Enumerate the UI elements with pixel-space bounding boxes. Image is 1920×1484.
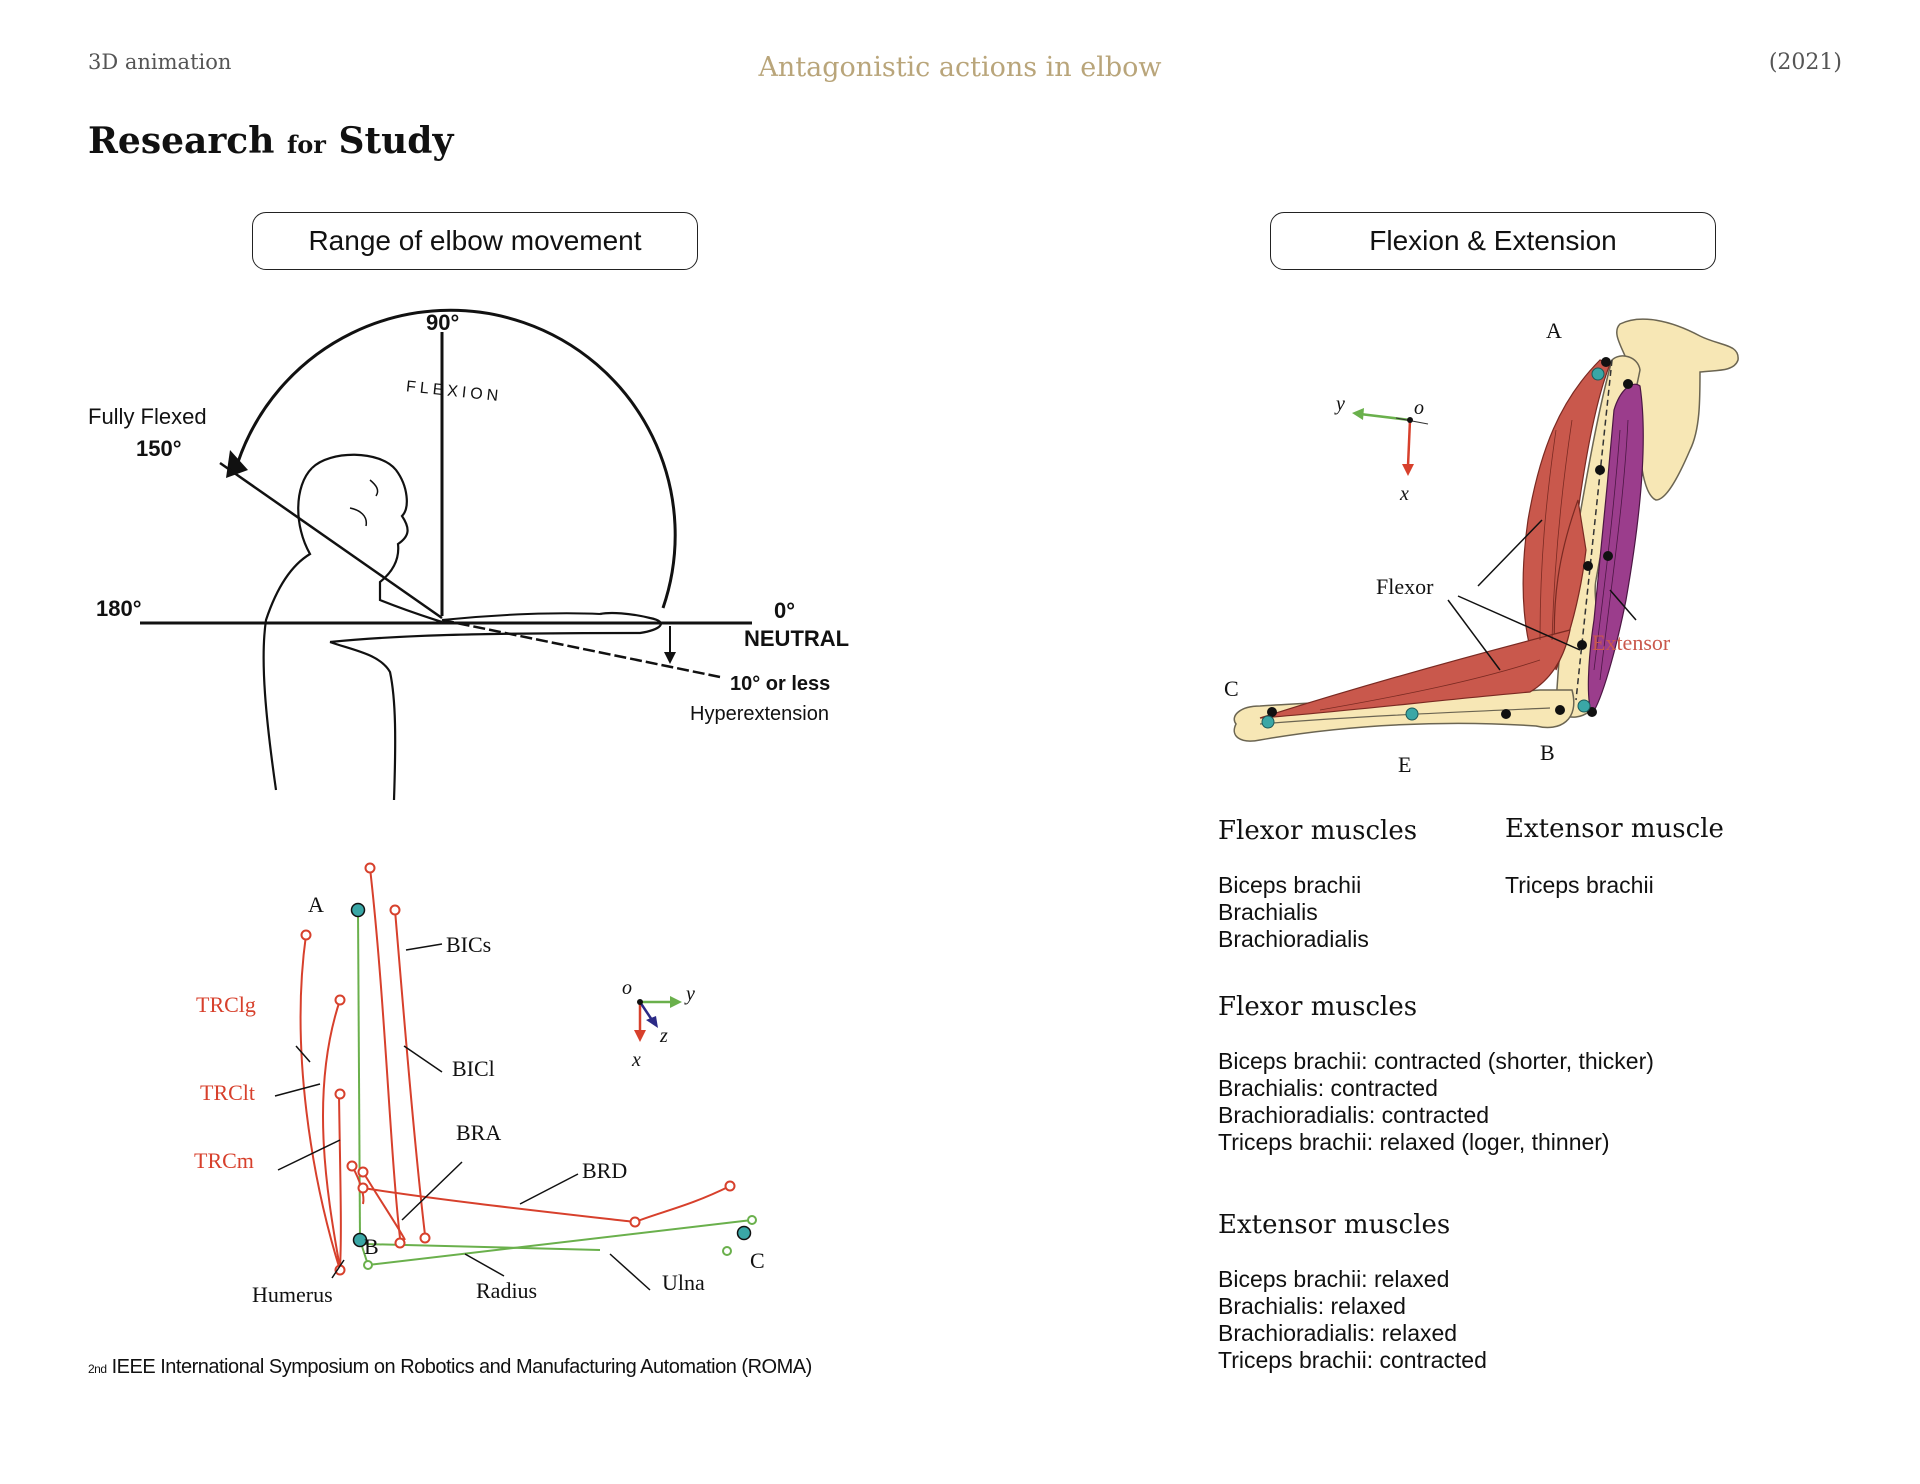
list-item: Brachialis: contracted [1218,1075,1438,1101]
list-item: Brachioradialis: contracted [1218,1102,1490,1128]
muscle-model-diagram: A B C BICs BICl BRA BRD TRClg TRClt TRCm… [194,862,765,1307]
arm-axis-o: o [1414,397,1424,419]
arm-label-e: E [1398,752,1411,777]
bicl-muscle [394,909,426,1236]
label-90: 90° [426,310,459,335]
list-item: Brachialis [1218,899,1318,925]
bics-muscle [369,867,401,1239]
trcm-muscle [338,1093,342,1269]
flexion-extension-label: Flexion & Extension [1270,212,1716,270]
list-item: Brachialis: relaxed [1218,1293,1406,1319]
axis-y: y [684,983,695,1005]
joint-c [736,1225,752,1241]
flexion-heading: Flexor muscles [1218,992,1418,1022]
arm-illustration: A B C E Flexor Extensor o y x [1224,318,1739,777]
list-item: Biceps brachii: relaxed [1218,1266,1450,1292]
flexor-muscles-list: Biceps brachii Brachialis Brachioradiali… [1218,872,1369,953]
arm-label-c: C [1224,676,1239,701]
label-trclt: TRClt [200,1080,255,1105]
label-180: 180° [96,596,142,621]
brd-muscle [362,1185,731,1224]
list-item: Triceps brachii: relaxed (loger, thinner… [1218,1129,1610,1155]
label-neutral: NEUTRAL [744,626,849,651]
range-of-movement-label: Range of elbow movement [252,212,698,270]
brachialis-muscle [1553,499,1587,671]
brachioradialis-muscle [1259,629,1571,719]
range-of-motion-diagram: 90° FLEXION Fully Flexed 150° 180° 0° NE… [88,308,849,801]
label-brd: BRD [582,1158,627,1183]
label-bicl: BICl [452,1056,495,1081]
list-item: Biceps brachii [1218,872,1362,898]
label-flexion: FLEXION [405,378,503,405]
bra-muscle [362,1171,406,1241]
label-0: 0° [774,598,795,623]
citation: 2nd IEEE International Symposium on Robo… [88,1356,812,1379]
model-label-b: B [364,1234,379,1259]
model-label-a: A [308,892,324,917]
title-research: Research [88,120,275,162]
header-left: 3D animation [88,50,232,74]
label-bics: BICs [446,932,491,957]
label-bra: BRA [456,1120,501,1145]
label-150: 150° [136,436,182,461]
label-fully-flexed: Fully Flexed [88,404,207,429]
title-for: for [286,130,326,159]
label-extensor: Extensor [1592,630,1671,655]
person-outline [311,453,443,624]
axis-o: o [622,977,632,999]
label-ulna: Ulna [662,1270,705,1295]
flexor-muscles-heading: Flexor muscles [1218,816,1418,846]
header-year: (2021) [1768,50,1842,75]
citation-ordinal: 2nd [88,1362,107,1376]
arm-axis-x: x [1399,483,1409,505]
label-trcm: TRCm [194,1148,254,1173]
axis-x: x [631,1049,641,1071]
extension-heading: Extensor muscles [1218,1210,1451,1240]
axis-z: z [659,1025,668,1047]
ulna-line [367,1219,753,1266]
citation-text: IEEE International Symposium on Robotics… [106,1356,813,1378]
extensor-muscle-heading: Extensor muscle [1505,814,1724,844]
joint-a [350,902,366,918]
hyperextension-line [441,618,721,679]
label-hyperextension: Hyperextension [690,703,829,725]
flexion-list: Biceps brachii: contracted (shorter, thi… [1218,1048,1654,1156]
title-study: Study [338,120,454,162]
list-item: Triceps brachii: contracted [1218,1347,1487,1373]
arm-axis-y: y [1334,393,1345,415]
label-hyper-degrees: 10° or less [730,673,830,695]
flexion-arc [236,308,677,609]
list-item: Brachioradialis: relaxed [1218,1320,1458,1346]
label-humerus: Humerus [252,1282,333,1307]
trclg-muscle [299,934,341,1271]
list-item: Triceps brachii [1505,872,1654,898]
joint-b [352,1232,368,1248]
model-label-c: C [750,1248,765,1273]
arm-label-a: A [1546,318,1562,343]
header-title: Antagonistic actions in elbow [758,52,1162,83]
arm-label-b: B [1540,740,1555,765]
trclt-muscle [321,999,341,1269]
list-item: Brachioradialis [1218,926,1369,952]
label-radius: Radius [476,1278,537,1303]
page-title: Research for Study [88,120,453,162]
extensor-muscle-list: Triceps brachii [1505,872,1654,899]
label-flexor: Flexor [1376,574,1434,599]
label-trclg: TRClg [196,992,256,1017]
extension-list: Biceps brachii: relaxed Brachialis: rela… [1218,1266,1487,1374]
list-item: Biceps brachii: contracted (shorter, thi… [1218,1048,1654,1074]
fully-flexed-line [219,461,443,620]
